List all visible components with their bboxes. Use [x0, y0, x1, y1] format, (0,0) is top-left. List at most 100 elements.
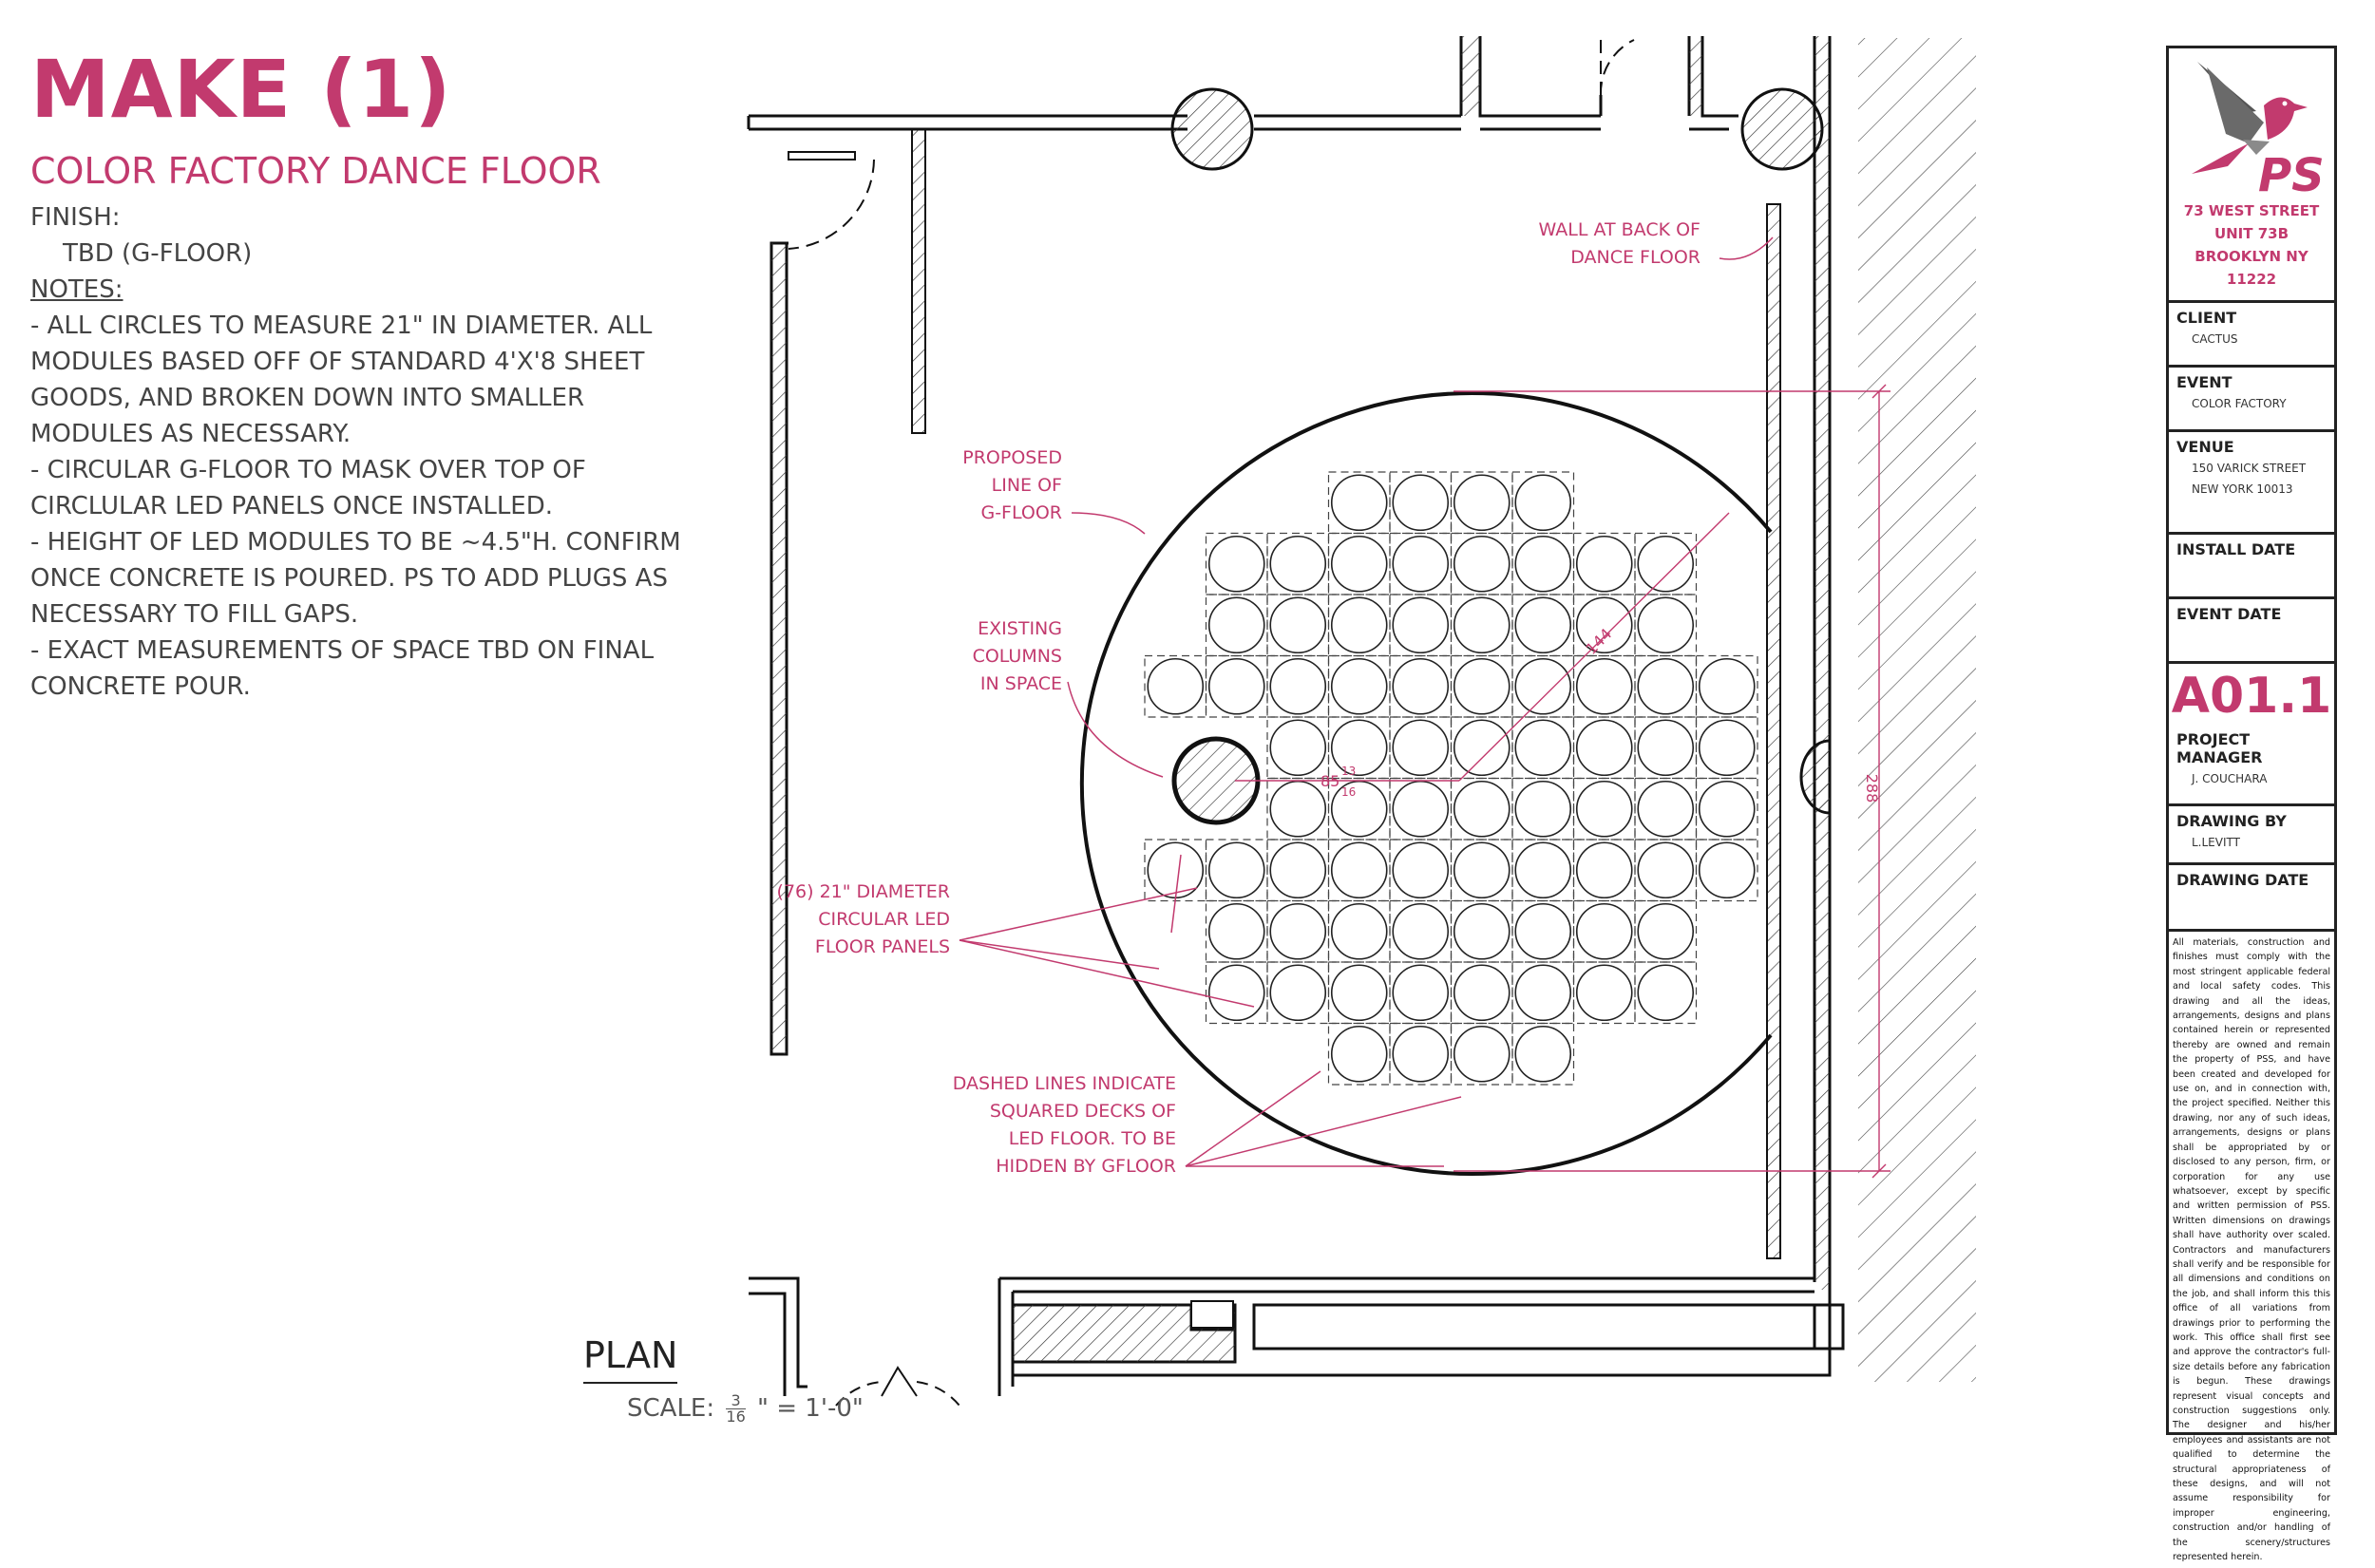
led-floor-panel [1514, 474, 1572, 532]
led-floor-panel [1453, 780, 1510, 838]
drawing-date-label: DRAWING DATE [2176, 871, 2309, 889]
page-title: MAKE (1) [30, 43, 452, 136]
plan-title: PLAN [583, 1334, 678, 1384]
dimension-lines [1235, 384, 1890, 1179]
venue-label: VENUE [2176, 438, 2234, 456]
led-floor-panel [1453, 841, 1510, 899]
led-floor-panel [1453, 596, 1510, 654]
led-floor-panel [1575, 596, 1633, 654]
note-dashed-4: HIDDEN BY GFLOOR [996, 1156, 1176, 1177]
led-floor-panel [1330, 780, 1388, 838]
drawing-by-value: L.LEVITT [2192, 836, 2240, 849]
note-dashed-1: DASHED LINES INDICATE [953, 1073, 1176, 1094]
led-floor-panel [1269, 535, 1327, 593]
title-block: PS 73 WEST STREET UNIT 73B BROOKLYN NY 1… [2166, 46, 2337, 1562]
led-floor-panel [1392, 657, 1450, 715]
led-floor-panel [1207, 841, 1265, 899]
led-floor-panel [1575, 657, 1633, 715]
event-date-label: EVENT DATE [2176, 605, 2282, 623]
page-subtitle: COLOR FACTORY DANCE FLOOR [30, 150, 601, 192]
led-floor-panel [1514, 780, 1572, 838]
sheet-section: A01.1 PROJECT MANAGER J. COUCHARA [2169, 664, 2334, 806]
led-floor-panel [1453, 719, 1510, 777]
event-value: COLOR FACTORY [2192, 397, 2287, 410]
partition-wall [911, 128, 926, 434]
dim-offset-num: 13 [1341, 765, 1356, 778]
event-date-section: EVENT DATE [2169, 599, 2334, 664]
pm-label: PROJECT MANAGER [2176, 730, 2263, 766]
led-floor-panel [1269, 657, 1327, 715]
led-floor-panel [1392, 964, 1450, 1022]
client-section: CLIENT CACTUS [2169, 303, 2334, 368]
led-deck-square [1695, 839, 1758, 902]
note-columns-1: EXISTING [978, 618, 1062, 639]
led-floor-panel [1330, 719, 1388, 777]
led-floor-panel [1269, 780, 1327, 838]
led-floor-panel [1698, 719, 1756, 777]
dim-height: 288 [1863, 774, 1881, 803]
led-floor-panel [1514, 657, 1572, 715]
dim-offset-den: 16 [1341, 785, 1356, 799]
led-floor-panel [1453, 474, 1510, 532]
led-floor-panel [1147, 657, 1205, 715]
led-floor-panel [1453, 964, 1510, 1022]
address-line-2: UNIT 73B [2214, 225, 2290, 242]
legal-notice: All materials, construction and finishes… [2173, 937, 2330, 1563]
led-floor-panel [1392, 902, 1450, 960]
led-floor-panel [1392, 719, 1450, 777]
led-deck-square [1511, 1022, 1575, 1086]
note-proposed-1: PROPOSED [962, 447, 1062, 468]
led-floor-panel [1514, 902, 1572, 960]
led-panel-grid [1144, 471, 1758, 1086]
note-wall-back-1: WALL AT BACK OF [1539, 219, 1700, 240]
client-label: CLIENT [2176, 309, 2237, 327]
led-floor-panel [1698, 841, 1756, 899]
led-deck-square [1634, 961, 1698, 1025]
sheet-number: A01.1 [2171, 668, 2332, 725]
scale-den: 16 [726, 1407, 746, 1426]
scale-num: 3 [726, 1393, 746, 1409]
note-dashed-3: LED FLOOR. TO BE [1009, 1128, 1176, 1149]
led-floor-panel [1330, 596, 1388, 654]
led-floor-panel [1392, 780, 1450, 838]
column-top-2 [1740, 87, 1824, 171]
led-floor-panel [1269, 596, 1327, 654]
led-floor-panel [1575, 964, 1633, 1022]
led-floor-panel [1207, 657, 1265, 715]
back-wall [1766, 203, 1781, 1259]
led-floor-panel [1453, 902, 1510, 960]
venue-section: VENUE 150 VARICK STREET NEW YORK 10013 [2169, 432, 2334, 535]
note-columns-3: IN SPACE [980, 673, 1062, 694]
led-floor-panel [1637, 780, 1695, 838]
scale-fraction: 3 16 [726, 1393, 746, 1426]
annotations: WALL AT BACK OF DANCE FLOOR PROPOSED LIN… [777, 219, 1700, 1177]
led-floor-panel [1330, 535, 1388, 593]
dim-offset: 85 [1320, 772, 1340, 790]
led-floor-panel [1514, 1025, 1572, 1083]
note-proposed-2: LINE OF [992, 475, 1062, 496]
address-line-1: 73 WEST STREET [2183, 202, 2320, 219]
led-floor-panel [1637, 657, 1695, 715]
note-dashed-2: SQUARED DECKS OF [990, 1101, 1176, 1122]
led-floor-panel [1514, 841, 1572, 899]
led-floor-panel [1575, 535, 1633, 593]
led-floor-panel [1637, 719, 1695, 777]
led-floor-panel [1392, 841, 1450, 899]
led-floor-panel [1637, 535, 1695, 593]
pm-value: J. COUCHARA [2192, 772, 2268, 785]
led-floor-panel [1392, 1025, 1450, 1083]
led-floor-panel [1207, 535, 1265, 593]
led-floor-panel [1269, 841, 1327, 899]
led-floor-panel [1637, 964, 1695, 1022]
plan-scale: SCALE: 3 16 " = 1'-0" [627, 1393, 864, 1425]
bird-logo-icon: PS [2192, 62, 2325, 202]
finish-label: FINISH: [30, 203, 121, 232]
event-label: EVENT [2176, 373, 2232, 391]
led-floor-panel [1207, 964, 1265, 1022]
note-panels-2: CIRCULAR LED [818, 909, 950, 930]
led-floor-panel [1637, 841, 1695, 899]
led-floor-panel [1392, 474, 1450, 532]
exterior-hatch [1843, 38, 1976, 1382]
column-right [1799, 739, 1831, 815]
event-section: EVENT COLOR FACTORY [2169, 368, 2334, 432]
